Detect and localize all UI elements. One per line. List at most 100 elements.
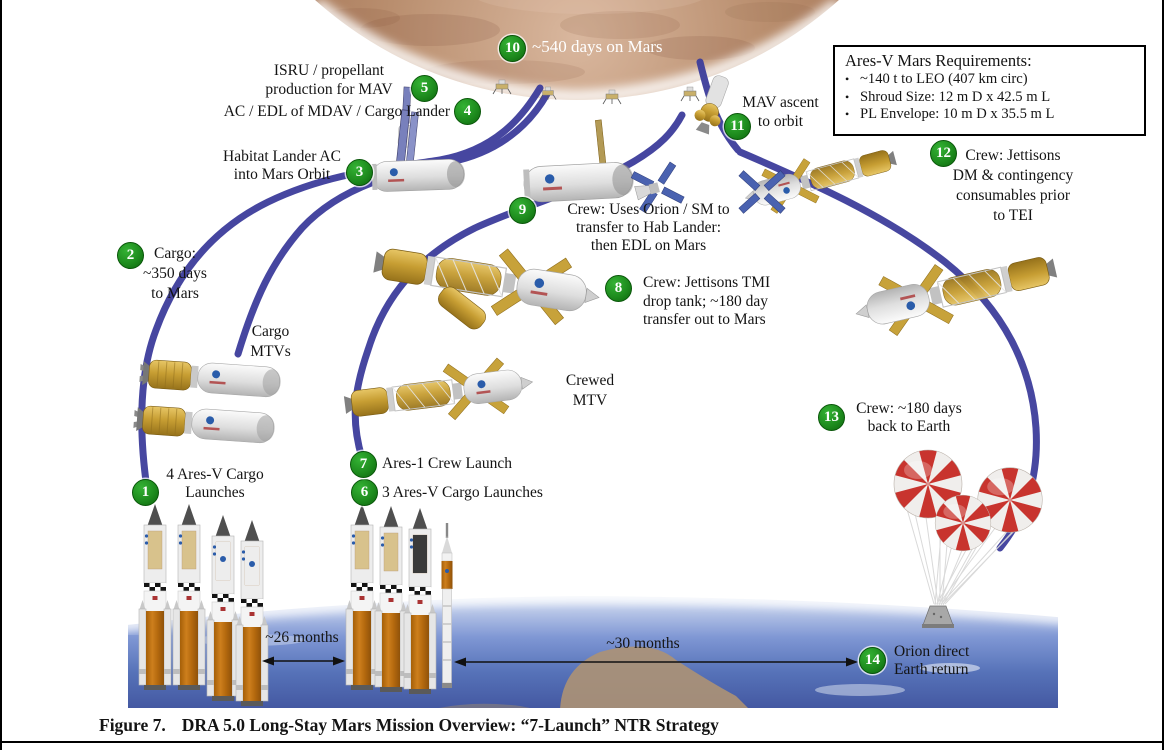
mars-illustration <box>311 0 843 105</box>
text-line: then EDL on Mars <box>590 237 707 254</box>
step-14-label: Orion direct Earth return <box>894 643 969 679</box>
step-5-badge: 5 <box>411 75 438 102</box>
crewed-mtv-mars-orbit <box>739 136 901 221</box>
parachute-canopy <box>934 494 992 552</box>
text-line: Crew: ~180 days <box>856 400 962 417</box>
text-line: Habitat Lander AC <box>223 148 341 165</box>
step-3-label: Habitat Lander AC into Mars Orbit <box>213 148 351 184</box>
crew-outbound-arc <box>351 111 686 462</box>
text-line: transfer out to Mars <box>643 311 766 328</box>
step-4-badge: 4 <box>454 98 481 125</box>
figure-caption-label: Figure 7. <box>99 715 166 735</box>
text-line: into Mars Orbit <box>233 166 331 183</box>
step-4-label: AC / EDL of MDAV / Cargo Lander <box>155 103 450 121</box>
parachute-descent <box>893 449 1043 628</box>
text-line: consumables prior <box>955 187 1071 204</box>
crewed-mtv-label: Crewed MTV <box>545 371 635 411</box>
bullet-icon: • <box>845 89 850 104</box>
text-line: ~350 days <box>143 265 207 282</box>
text-line: ISRU / propellant <box>273 62 385 79</box>
text-line: MTVs <box>250 343 291 360</box>
step-2-badge: 2 <box>117 242 144 269</box>
crewed-mtv-return <box>849 238 1062 343</box>
step-12-badge: 12 <box>930 140 957 167</box>
requirements-item-text: ~140 t to LEO (407 km circ) <box>860 71 1028 87</box>
text-line: drop tank; ~180 day <box>643 292 769 310</box>
step-1-badge: 1 <box>132 479 159 506</box>
orion-capsule <box>629 160 686 215</box>
text-line: Cargo <box>251 323 290 340</box>
ares-v-group-1 <box>138 503 269 707</box>
text-line: Crew: Jettisons <box>965 147 1061 164</box>
step-9-label: Crew: Uses Orion / SM to transfer to Hab… <box>541 201 756 255</box>
ares-i-rocket <box>441 522 453 689</box>
return-capsule <box>922 605 954 628</box>
step-7-label: Ares-1 Crew Launch <box>382 455 512 473</box>
page-border-right <box>1162 0 1164 750</box>
step-5-label: ISRU / propellant production for MAV <box>248 61 410 99</box>
mav-vehicle <box>694 75 729 135</box>
requirements-box: Ares-V Mars Requirements: • ~140 t to LE… <box>833 45 1146 136</box>
step-13-badge: 13 <box>818 404 845 431</box>
requirements-item: • PL Envelope: 10 m D x 35.5 m L <box>845 106 1136 124</box>
step-11-label: MAV ascent to orbit <box>732 93 829 131</box>
requirements-item-text: PL Envelope: 10 m D x 35.5 m L <box>860 106 1055 122</box>
cargo-mtv-1 <box>138 357 283 399</box>
step-6-badge: 6 <box>351 479 378 506</box>
step-11-badge: 11 <box>724 113 751 140</box>
step-8-badge: 8 <box>605 275 632 302</box>
text-line: MTV <box>572 392 608 409</box>
text-line: Earth return <box>894 661 969 678</box>
text-line: AC / EDL of MDAV / Cargo Lander <box>223 103 450 120</box>
step-2-label: Cargo: ~350 days to Mars <box>133 244 217 304</box>
bullet-icon: • <box>845 72 850 86</box>
step-14-badge: 14 <box>859 647 886 674</box>
timeline-arrows <box>268 660 850 663</box>
timeline-30-months: ~30 months <box>606 635 680 652</box>
step-13-label: Crew: ~180 days back to Earth <box>846 400 972 436</box>
text-line: to orbit <box>757 113 804 130</box>
text-line: Cargo: <box>154 245 196 262</box>
figure-caption-text: DRA 5.0 Long-Stay Mars Mission Overview:… <box>181 715 719 735</box>
step-10-badge: 10 <box>499 35 526 62</box>
step-3-badge: 3 <box>346 159 373 186</box>
text-line: to TEI <box>993 207 1033 224</box>
crew-lander-with-orion <box>522 119 686 215</box>
arrowheads <box>262 656 858 667</box>
page-border-bottom <box>0 741 1164 743</box>
requirements-item: • Shroud Size: 12 m D x 42.5 m L <box>845 89 1136 107</box>
habitat-lander <box>370 109 466 193</box>
text-line: 3 Ares-V Cargo Launches <box>382 484 543 501</box>
bullet-icon: • <box>845 107 850 121</box>
text-line: 4 Ares-V Cargo <box>166 466 264 483</box>
step-12-label: Crew: Jettisons DM & contingency consuma… <box>923 146 1103 226</box>
text-line: production for MAV <box>265 81 393 98</box>
jettisoned-drop-tank <box>438 286 486 330</box>
step-9-badge: 9 <box>509 197 536 224</box>
text-line: DM & contingency <box>952 167 1074 184</box>
step-10-label: ~540 days on Mars <box>532 38 663 56</box>
requirements-item-text: Shroud Size: 12 m D x 42.5 m L <box>860 88 1051 105</box>
text-line: back to Earth <box>867 418 951 435</box>
cargo-mtvs-label: Cargo MTVs <box>228 322 313 362</box>
ares-v-group-2 <box>345 503 453 695</box>
text-line: to Mars <box>151 285 199 302</box>
figure-caption: Figure 7. DRA 5.0 Long-Stay Mars Mission … <box>99 715 719 736</box>
text-line: Ares-1 Crew Launch <box>382 455 512 472</box>
step-8-label: Crew: Jettisons TMI drop tank; ~180 day … <box>643 274 770 330</box>
page-border-left <box>0 0 2 750</box>
text-line: Crew: Uses Orion / SM to <box>567 201 730 218</box>
step-1-label: 4 Ares-V Cargo Launches <box>156 466 274 502</box>
step-7-badge: 7 <box>350 451 377 478</box>
text-line: Orion direct <box>894 643 970 660</box>
text-line: Launches <box>185 484 245 501</box>
crewed-mtv-parked <box>342 354 536 433</box>
timeline-26-months: ~26 months <box>265 629 339 646</box>
text-line: Crew: Jettisons TMI <box>643 274 771 291</box>
text-line: Crewed <box>565 372 615 389</box>
text-line: ~540 days on Mars <box>532 37 663 56</box>
requirements-title: Ares-V Mars Requirements: <box>845 51 1032 70</box>
text-line: MAV ascent <box>742 94 819 111</box>
